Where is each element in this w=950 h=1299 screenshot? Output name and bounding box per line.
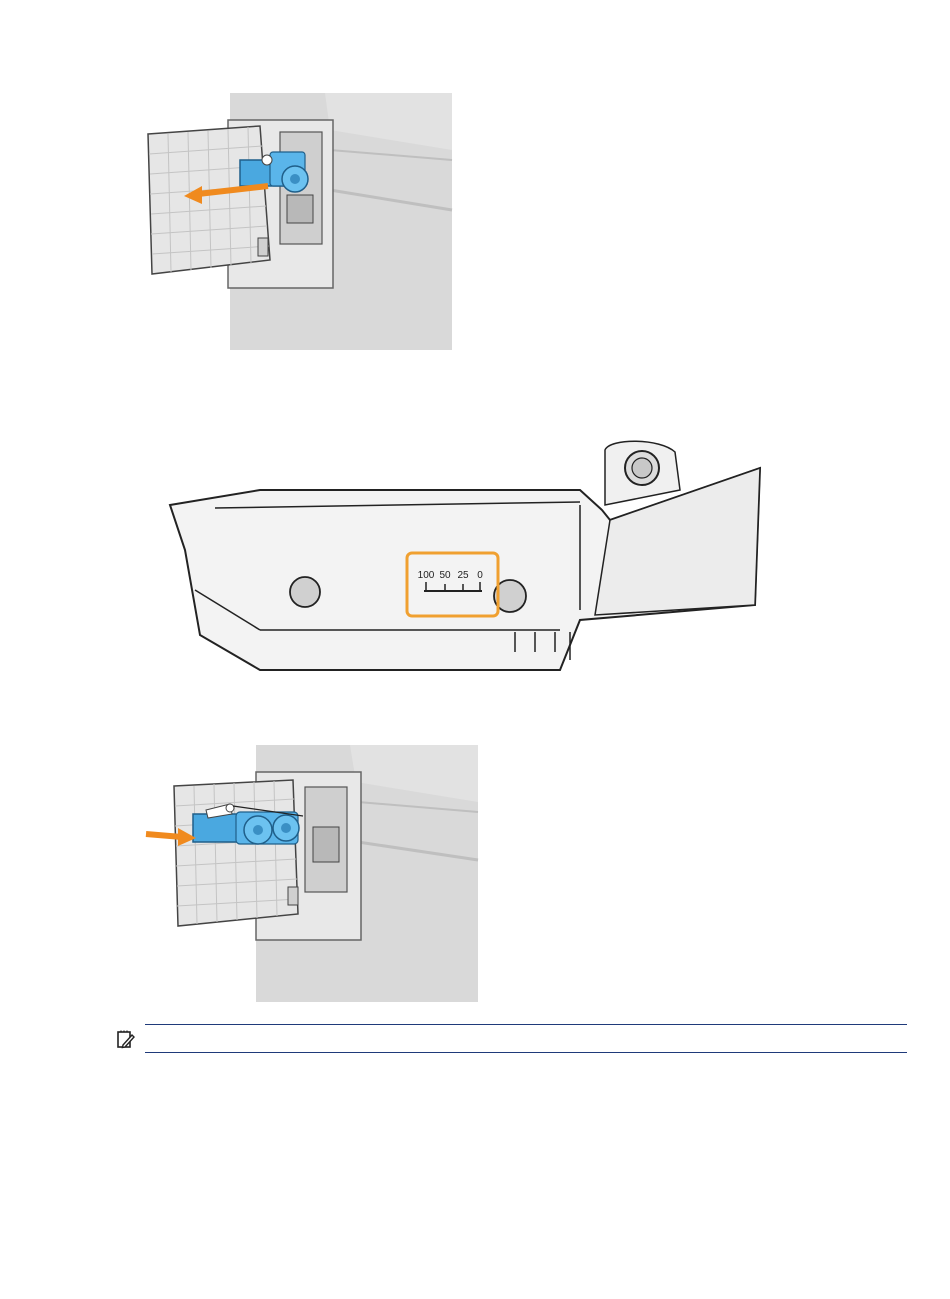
- gauge-label-25: 25: [457, 570, 469, 581]
- gauge-label-100: 100: [418, 570, 435, 581]
- insert-cartridge-svg: [138, 742, 488, 1004]
- cartridge-level-svg: 100 50 25 0: [140, 430, 770, 690]
- remove-cartridge-illustration: [140, 90, 460, 352]
- cartridge-level-illustration: 100 50 25 0: [140, 430, 770, 690]
- open-door: [148, 126, 270, 274]
- note-rule-top: [145, 1024, 907, 1025]
- remove-cartridge-svg: [140, 90, 460, 352]
- note-rule-bottom: [145, 1052, 907, 1053]
- insert-cartridge-illustration: [138, 742, 488, 1004]
- gauge-label-50: 50: [439, 570, 451, 581]
- left-knob: [290, 577, 320, 607]
- push-in-arrow: [146, 834, 182, 837]
- gauge-label-0: 0: [477, 570, 483, 581]
- important-note-icon: [116, 1030, 136, 1050]
- important-note: [110, 1022, 907, 1054]
